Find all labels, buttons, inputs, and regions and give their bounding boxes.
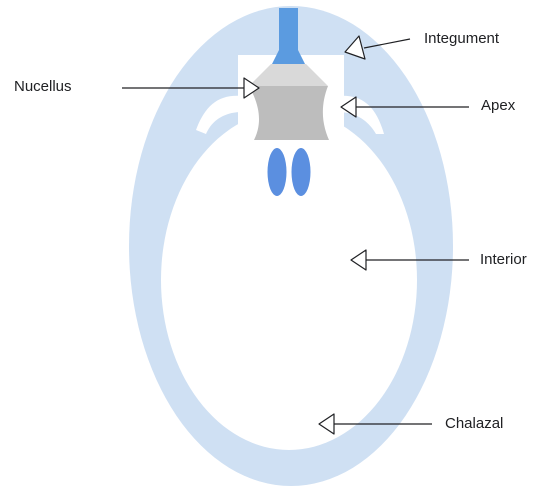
cell-right (292, 148, 311, 196)
apex-label: Apex (481, 97, 515, 115)
nucellus-body (249, 86, 329, 140)
interior-label: Interior (480, 251, 527, 269)
integument-label: Integument (424, 30, 499, 48)
chalazal-label: Chalazal (445, 415, 503, 433)
nucellus-label: Nucellus (14, 78, 72, 96)
cell-left (268, 148, 287, 196)
